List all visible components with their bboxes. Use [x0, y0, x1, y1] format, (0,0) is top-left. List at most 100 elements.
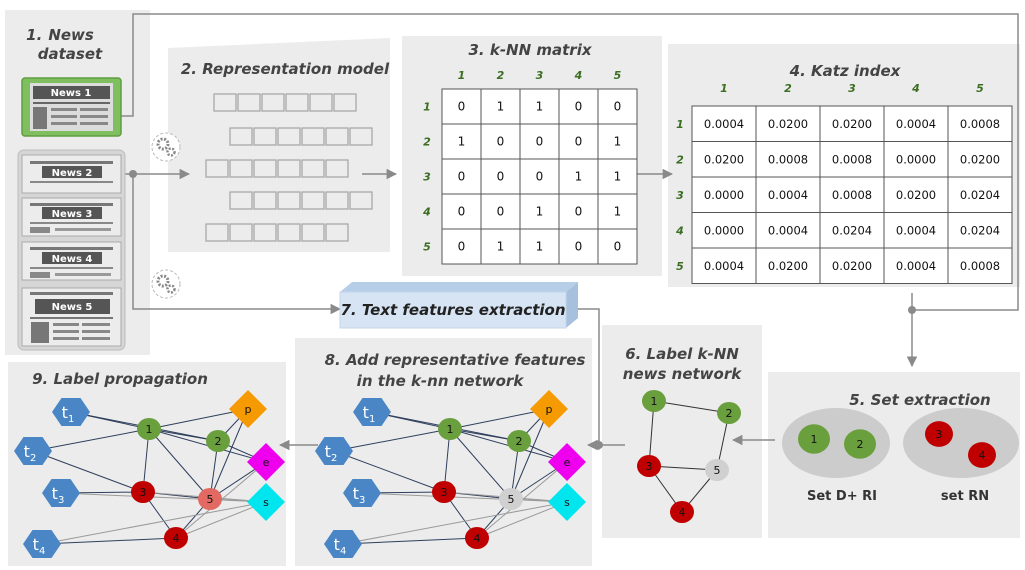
- katz-cell: 0.0200: [960, 152, 1000, 166]
- katz-cell: 0.0008: [768, 152, 808, 166]
- knn-col-header: 5: [614, 69, 622, 82]
- news-1-doc: News 1: [21, 77, 122, 137]
- katz-col-header: 4: [911, 82, 920, 95]
- news-2-label: News 2: [52, 168, 93, 179]
- knn-cell: 0: [458, 100, 466, 114]
- knn-cell: 1: [614, 135, 622, 149]
- svg-text:s: s: [564, 496, 570, 509]
- knn-cell: 1: [536, 100, 544, 114]
- katz-cell: 0.0200: [768, 117, 808, 131]
- katz-row-header: 4: [675, 224, 684, 237]
- connectors: [107, 13, 1019, 451]
- knn-cell: 0: [458, 205, 466, 219]
- katz-cell: 0.0000: [704, 188, 744, 202]
- svg-text:1: 1: [447, 423, 454, 436]
- network-node: 5: [705, 458, 729, 482]
- svg-text:4: 4: [474, 532, 481, 545]
- knn-cell: 1: [497, 240, 505, 254]
- network-node: 4: [670, 500, 694, 524]
- knn-col-header: 2: [497, 69, 505, 82]
- knn-cell: 1: [614, 170, 622, 184]
- svg-text:t1: t1: [62, 403, 75, 425]
- svg-text:3: 3: [441, 486, 448, 499]
- term-node: t2: [315, 437, 353, 465]
- katz-index-title: 4. Katz index: [789, 62, 902, 80]
- set-node: 4: [968, 442, 996, 468]
- katz-cell: 0.0000: [704, 223, 744, 237]
- news-node: 3: [131, 480, 155, 504]
- news-node: 5: [198, 487, 222, 511]
- term-node: t4: [23, 530, 61, 558]
- knn-cell: 0: [575, 100, 583, 114]
- katz-cell: 0.0200: [832, 117, 872, 131]
- knn-cell: 1: [575, 170, 583, 184]
- katz-cell: 0.0008: [960, 259, 1000, 273]
- katz-cell: 0.0004: [768, 188, 808, 202]
- katz-cell: 0.0004: [896, 259, 936, 273]
- feature-node: e: [247, 443, 285, 481]
- news-node: 4: [465, 526, 489, 550]
- panel-label-network-bg: [602, 325, 762, 538]
- knn-row-header: 3: [423, 171, 431, 184]
- knn-col-header: 1: [458, 69, 466, 82]
- svg-text:t4: t4: [33, 535, 46, 557]
- svg-text:t2: t2: [325, 442, 338, 464]
- feature-node: p: [229, 390, 267, 428]
- katz-cell: 0.0008: [832, 152, 872, 166]
- add-features-title-line1: 8. Add representative features: [325, 351, 586, 369]
- term-node: t3: [343, 479, 381, 507]
- news-dataset-title-line2: dataset: [38, 45, 103, 63]
- svg-text:2: 2: [726, 407, 733, 420]
- representation-model-title: 2. Representation model: [181, 60, 390, 78]
- news-node: 2: [206, 429, 230, 453]
- katz-cell: 0.0004: [704, 117, 744, 131]
- svg-text:1: 1: [146, 423, 153, 436]
- svg-text:3: 3: [140, 486, 147, 499]
- knn-cell: 0: [497, 170, 505, 184]
- news-node: 1: [438, 417, 462, 441]
- feature-node: p: [530, 390, 568, 428]
- knn-cell: 0: [497, 205, 505, 219]
- svg-text:3: 3: [646, 460, 653, 473]
- knn-row-header: 1: [423, 101, 431, 114]
- feature-node: s: [247, 483, 285, 521]
- knn-cell: 1: [536, 240, 544, 254]
- knn-cell: 0: [575, 240, 583, 254]
- svg-text:p: p: [546, 403, 553, 416]
- term-node: t1: [353, 398, 391, 426]
- katz-row-header: 3: [676, 189, 684, 202]
- katz-cell: 0.0204: [960, 223, 1000, 237]
- svg-text:5: 5: [207, 493, 214, 506]
- news-node: 1: [137, 417, 161, 441]
- news-docs-stack: News 2 News 3 News 4 News 5: [17, 149, 126, 351]
- katz-cell: 0.0000: [896, 152, 936, 166]
- label-network-title-line1: 6. Label k-NN: [625, 345, 739, 363]
- svg-text:2: 2: [857, 438, 864, 451]
- svg-text:4: 4: [173, 532, 180, 545]
- text-features-title: 7. Text features extraction: [340, 301, 565, 319]
- feature-node: e: [548, 443, 586, 481]
- gear-icon: [151, 269, 181, 299]
- knn-row-header: 4: [422, 206, 431, 219]
- katz-row-header: 5: [676, 260, 684, 273]
- svg-text:s: s: [263, 496, 269, 509]
- katz-cell: 0.0008: [960, 117, 1000, 131]
- knn-cell: 1: [497, 100, 505, 114]
- katz-row-header: 1: [676, 118, 684, 131]
- svg-text:t4: t4: [334, 535, 347, 557]
- svg-text:t2: t2: [24, 442, 37, 464]
- knn-cell: 0: [536, 135, 544, 149]
- katz-cell: 0.0200: [896, 188, 936, 202]
- set-negative-ellipse: [903, 408, 1019, 478]
- katz-cell: 0.0200: [768, 259, 808, 273]
- news-node: 4: [164, 526, 188, 550]
- svg-text:t3: t3: [52, 484, 65, 506]
- news-3-label: News 3: [52, 209, 93, 220]
- svg-text:4: 4: [979, 449, 986, 462]
- knn-cell: 0: [458, 170, 466, 184]
- svg-text:2: 2: [516, 435, 523, 448]
- svg-text:t3: t3: [353, 484, 366, 506]
- katz-col-header: 3: [848, 82, 856, 95]
- knn-col-header: 3: [536, 69, 544, 82]
- knn-row-header: 5: [423, 241, 431, 254]
